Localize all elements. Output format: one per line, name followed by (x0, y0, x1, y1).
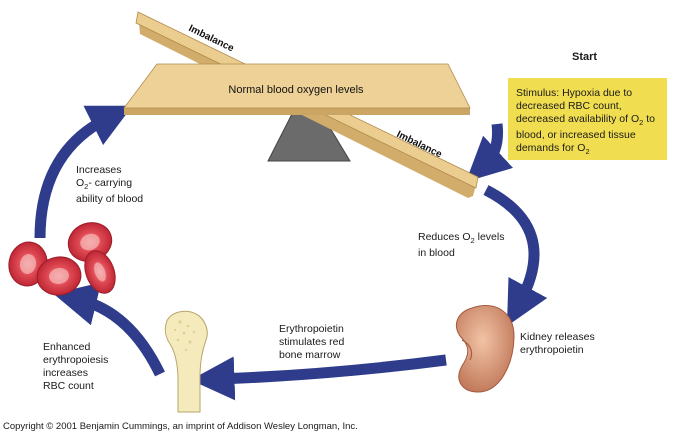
balanced-label: Normal blood oxygen levels (228, 84, 364, 96)
arrow-to-normal (34, 105, 133, 239)
reduces-text: Reduces O (418, 231, 471, 243)
stimulus-box: Stimulus: Hypoxia due to decreased RBC c… (508, 78, 667, 160)
marrow-label: Erythropoietin stimulates red bone marro… (279, 323, 345, 361)
arrow-to-rbc (53, 282, 165, 377)
stimulus-text-2: to blood, or increased tissue demands fo… (516, 113, 656, 155)
copyright-notice: Copyright © 2001 Benjamin Cummings, an i… (3, 421, 358, 432)
red-blood-cells-icon (8, 222, 116, 296)
kidney-label: Kidney releases erythropoietin (520, 331, 595, 356)
arrow-to-bone (190, 354, 447, 401)
start-label: Start (572, 51, 598, 63)
reduces-text-end: levels in blood (418, 231, 505, 260)
increases-capacity-label: Increases O2- carrying ability of blood (76, 164, 143, 206)
increases-text: Increases O (76, 164, 122, 189)
stimulus-subscript-1: 2 (639, 118, 644, 128)
reduces-o2-label: Reduces O2 levels in blood (418, 231, 504, 260)
level-board (123, 63, 471, 115)
feedback-arrows (34, 105, 548, 401)
arrow-to-seesaw (465, 123, 514, 182)
stimulus-subscript-2: 2 (585, 147, 590, 157)
bone-icon (164, 310, 208, 413)
reduces-subscript: 2 (470, 236, 475, 246)
erythropoiesis-label: Enhanced erythropoiesis increases RBC co… (43, 341, 109, 392)
arrow-to-kidney (483, 185, 548, 327)
increases-text-end: - carrying ability of blood (76, 177, 144, 206)
stimulus-text-1: Stimulus: Hypoxia due to decreased RBC c… (516, 87, 640, 125)
kidney-icon (456, 305, 515, 393)
increases-subscript: 2 (84, 182, 89, 192)
